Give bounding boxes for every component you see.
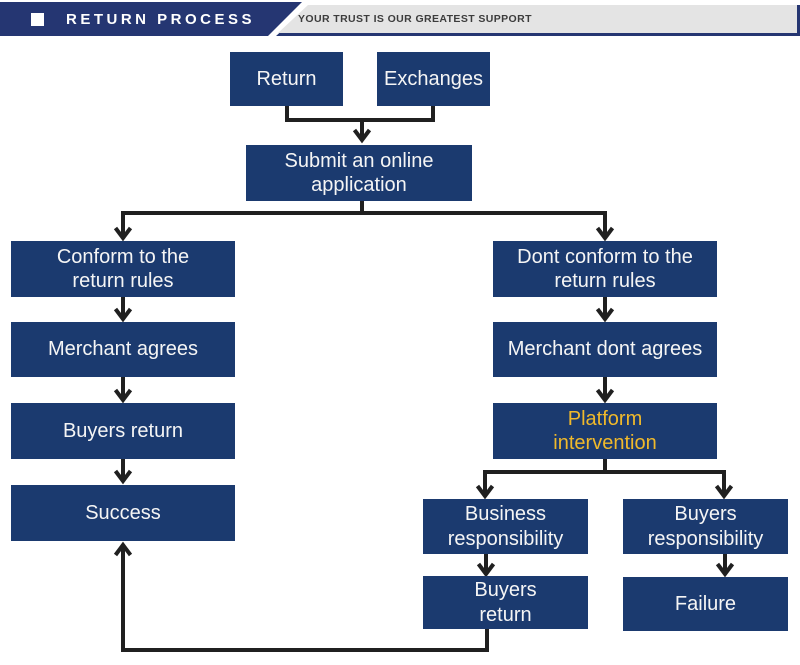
arrowhead-down <box>595 388 615 404</box>
flow-node-failure: Failure <box>623 577 788 631</box>
arrowhead-down <box>476 562 496 578</box>
arrowhead-down <box>715 562 735 578</box>
arrowhead-down <box>475 484 495 500</box>
flow-node-dont-conform-rules: Dont conform to the return rules <box>493 241 717 297</box>
tagline-bar: YOUR TRUST IS OUR GREATEST SUPPORT <box>278 5 797 33</box>
header-title-bar: RETURN PROCESS <box>0 2 302 36</box>
flow-node-business-responsibility: Business responsibility <box>423 499 588 554</box>
arrowhead-down <box>113 469 133 485</box>
flow-node-buyers-responsibility: Buyers responsibility <box>623 499 788 554</box>
flow-node-merchant-agrees: Merchant agrees <box>11 322 235 377</box>
flow-node-buyers-return-bottom: Buyers return <box>423 576 588 629</box>
square-bullet-icon <box>31 13 44 26</box>
flow-node-exchanges: Exchanges <box>377 52 490 106</box>
page-title: RETURN PROCESS <box>66 10 256 28</box>
arrowhead-down <box>714 484 734 500</box>
flow-node-return: Return <box>230 52 343 106</box>
page-header: YOUR TRUST IS OUR GREATEST SUPPORT RETUR… <box>0 0 800 40</box>
arrowhead-down <box>595 226 615 242</box>
arrowhead-down <box>352 128 372 144</box>
flow-node-success: Success <box>11 485 235 541</box>
flow-node-buyers-return: Buyers return <box>11 403 235 459</box>
flow-node-conform-rules: Conform to the return rules <box>11 241 235 297</box>
arrowhead-down <box>113 307 133 323</box>
connector-top-bracket <box>285 105 435 122</box>
flow-node-merchant-dont-agrees: Merchant dont agrees <box>493 322 717 377</box>
arrowhead-down <box>113 226 133 242</box>
arrowhead-down <box>113 388 133 404</box>
flow-node-submit-application: Submit an online application <box>246 145 472 201</box>
arrowhead-up <box>113 541 133 557</box>
arrowhead-down <box>595 307 615 323</box>
header-tagline: YOUR TRUST IS OUR GREATEST SUPPORT <box>298 13 532 25</box>
flow-node-platform-intervention: Platform intervention <box>493 403 717 459</box>
